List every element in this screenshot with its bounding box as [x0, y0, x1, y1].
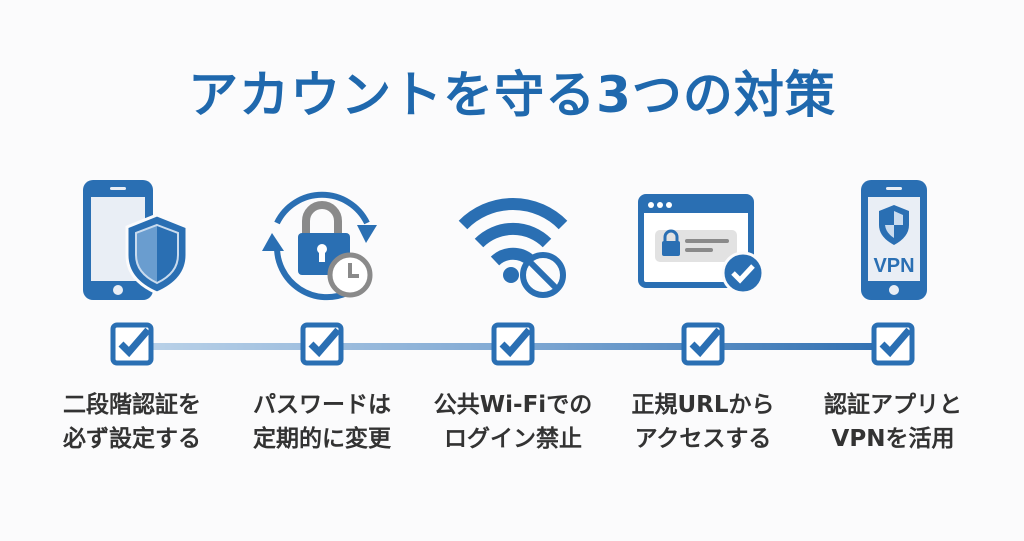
phone-vpn-icon: VPN — [823, 175, 963, 305]
step-label-line2: ログイン禁止 — [444, 426, 582, 452]
checkbox-icon — [110, 322, 154, 366]
browser-lock-check-icon — [633, 175, 773, 305]
wifi-prohibited-icon — [443, 175, 583, 305]
step-label-line1: 公共Wi-Fiでの — [433, 392, 593, 418]
checkbox-icon — [300, 322, 344, 366]
step-label-line2: VPNを活用 — [831, 426, 955, 452]
checkbox-icon — [681, 322, 725, 366]
vpn-text: VPN — [873, 255, 914, 277]
lock-rotate-clock-icon — [252, 175, 392, 305]
step-label-line1: 認証アプリと — [824, 392, 962, 418]
phone-shield-icon — [60, 175, 200, 305]
step-label: パスワードは定期的に変更 — [222, 388, 422, 456]
step-label-line2: アクセスする — [634, 426, 772, 452]
step-label-line2: 定期的に変更 — [253, 426, 391, 452]
page-title: アカウントを守る3つの対策 — [188, 66, 836, 124]
checkbox-icon — [871, 322, 915, 366]
step-label: 二段階認証を必ず設定する — [32, 388, 232, 456]
step-label: 正規URLからアクセスする — [603, 388, 803, 456]
step-label-line1: 二段階認証を — [63, 392, 201, 418]
step-label: 認証アプリと VPNを活用 — [793, 388, 993, 456]
step-label-line1: 正規URLから — [631, 392, 775, 418]
step-label: 公共Wi-Fiでのログイン禁止 — [413, 388, 613, 456]
checkbox-icon — [491, 322, 535, 366]
step-label-line2: 必ず設定する — [63, 426, 201, 452]
step-label-line1: パスワードは — [253, 392, 391, 418]
